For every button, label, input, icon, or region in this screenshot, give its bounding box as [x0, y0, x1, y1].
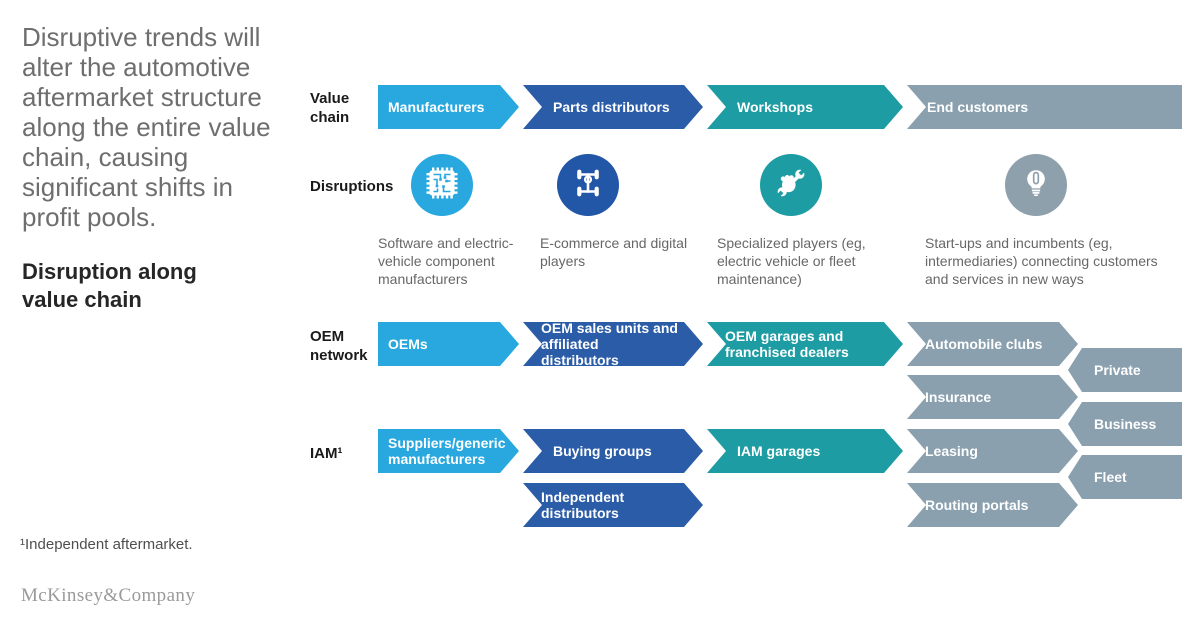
footnote: ¹Independent aftermarket.: [20, 536, 193, 553]
lightbulb-icon: [1018, 165, 1054, 206]
arrow-manufacturers: Manufacturers: [378, 85, 519, 129]
arrow-suppliers-generic-manufacturers: Suppliers/generic manufacturers: [378, 429, 519, 473]
arrow-iam-garages: IAM garages: [707, 429, 903, 473]
row-label-line: network: [310, 347, 368, 364]
arrow-independent-distributors: Independent distributors: [523, 483, 703, 527]
wrench-hand-icon: [773, 165, 809, 206]
row-label-oem-network: OEM network: [310, 327, 368, 365]
tab-fleet: Fleet: [1068, 455, 1182, 499]
page-title-line: aftermarket structure: [22, 82, 262, 112]
disruption-icon-circle: [557, 154, 619, 216]
tab-business: Business: [1068, 402, 1182, 446]
arrow-leasing: Leasing: [907, 429, 1078, 473]
disruption-text: Software and electric-vehicle component …: [378, 235, 514, 287]
disruption-icon-circle: [1005, 154, 1067, 216]
page-title-line: alter the automotive: [22, 52, 251, 82]
arrow-workshops: Workshops: [707, 85, 903, 129]
arrow-oem-garages: OEM garages and franchised dealers: [707, 322, 903, 366]
mckinsey-logo: McKinsey&Company: [21, 585, 196, 606]
page-title-line: profit pools.: [22, 202, 157, 232]
row-label-iam: IAM¹: [310, 445, 343, 462]
row-label-disruptions: Disruptions: [310, 178, 394, 195]
page-title-line: chain, causing: [22, 142, 189, 172]
page-title: Disruptive trends will alter the automot…: [22, 22, 271, 232]
disruption-text: E-commerce and digital players: [540, 235, 688, 269]
row-label-line: OEM: [310, 328, 345, 345]
section-title-line: Disruption along: [22, 259, 197, 284]
arrow-insurance: Insurance: [907, 375, 1078, 419]
arrow-buying-groups: Buying groups: [523, 429, 703, 473]
page-title-line: significant shifts in: [22, 172, 233, 202]
arrow-oems: OEMs: [378, 322, 519, 366]
arrow-parts-distributors: Parts distributors: [523, 85, 703, 129]
disruption-text: Start-ups and incumbents (eg, intermedia…: [925, 235, 1158, 287]
page-title-line: Disruptive trends will: [22, 22, 261, 52]
car-chassis-icon: [570, 165, 606, 206]
row-label-line: chain: [310, 109, 350, 126]
row-label-line: Value: [310, 90, 350, 107]
tab-private: Private: [1068, 348, 1182, 392]
arrow-automobile-clubs: Automobile clubs: [907, 322, 1078, 366]
page-title-line: along the entire value: [22, 112, 271, 142]
disruption-icon-circle: [760, 154, 822, 216]
arrow-oem-sales-units: OEM sales units and affiliated distribut…: [523, 322, 703, 366]
disruption-text: Specialized players (eg, electric vehicl…: [717, 235, 866, 287]
arrow-end-customers: End customers: [907, 85, 1182, 129]
row-label-value-chain: Value chain: [310, 89, 349, 127]
section-title-line: value chain: [22, 287, 142, 312]
disruption-icon-circle: [411, 154, 473, 216]
section-title: Disruption along value chain: [22, 258, 197, 314]
chip-icon: [424, 165, 460, 206]
arrow-routing-portals: Routing portals: [907, 483, 1078, 527]
